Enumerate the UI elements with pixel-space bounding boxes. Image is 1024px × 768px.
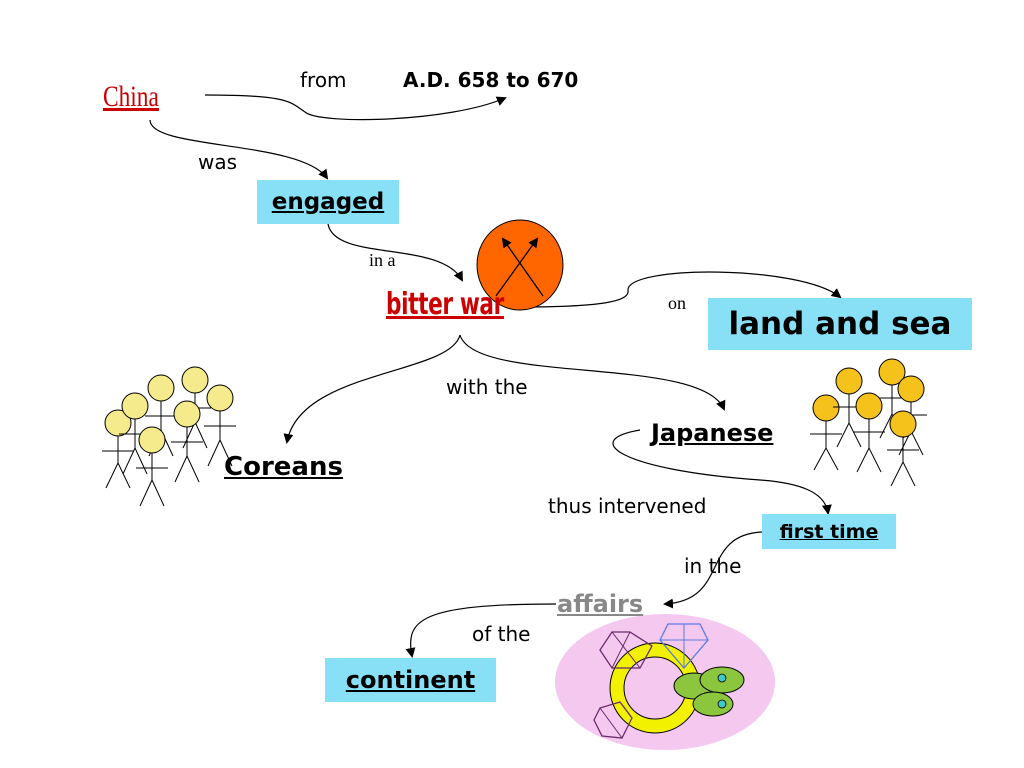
node-engaged-box: engaged (257, 180, 399, 224)
coreans-crowd-icon (102, 366, 236, 507)
node-china: China (103, 80, 159, 113)
link-was: was (198, 150, 238, 174)
link-from: from (300, 68, 347, 92)
node-date-range: A.D. 658 to 670 (403, 68, 579, 92)
connector-firsttime-affairs (663, 531, 763, 609)
war-icon (476, 219, 564, 311)
node-land-and-sea-box: land and sea (708, 298, 972, 350)
link-in-a: in a (369, 250, 396, 270)
jewelry-affairs-icon (555, 614, 775, 750)
connector-war-coreans (283, 334, 461, 444)
node-land-and-sea: land and sea (728, 306, 952, 342)
link-in-the: in the (684, 554, 742, 578)
connector-china-date (204, 94, 507, 121)
japanese-crowd-icon (810, 358, 927, 487)
link-with-the: with the (446, 375, 528, 399)
connector-war-japanese (459, 334, 726, 411)
connector-engaged-war (327, 223, 463, 282)
node-continent-box: continent (325, 658, 496, 702)
node-continent: continent (345, 666, 476, 694)
node-bitter-war: bitter war (386, 287, 504, 322)
node-japanese: Japanese (651, 419, 774, 447)
link-of-the: of the (472, 622, 531, 646)
node-engaged: engaged (271, 189, 385, 215)
node-first-time: first time (779, 520, 879, 543)
connector-china-engaged (149, 119, 329, 180)
link-thus-intervened: thus intervened (548, 494, 707, 518)
link-on: on (668, 293, 686, 313)
node-coreans: Coreans (224, 452, 343, 482)
connector-war-landsea (519, 271, 842, 308)
node-first-time-box: first time (762, 514, 896, 549)
node-affairs: affairs (557, 590, 644, 618)
connector-affairs-continent (405, 603, 557, 658)
connector-japanese-firsttime (612, 429, 832, 515)
